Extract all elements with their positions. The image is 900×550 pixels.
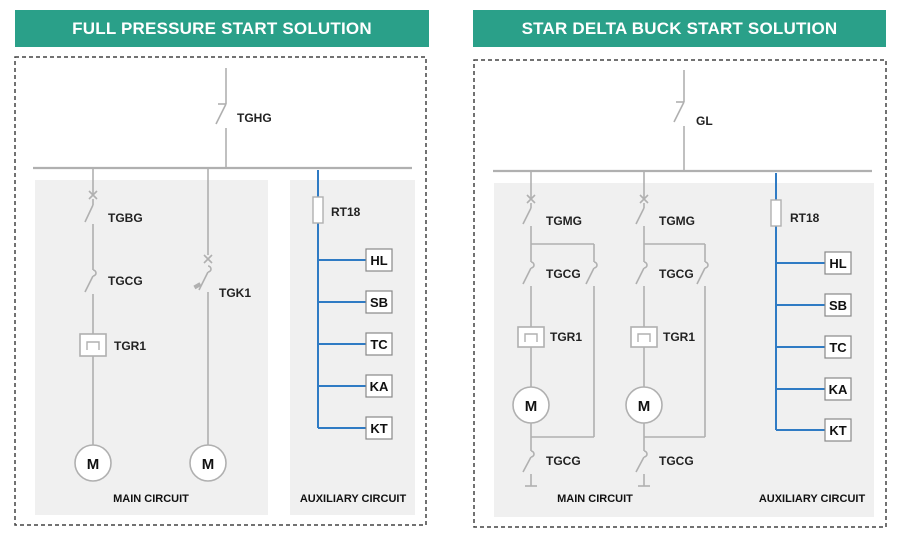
relay-label: TGR1 (114, 339, 146, 353)
svg-text:TC: TC (370, 337, 388, 352)
full-pressure-title: FULL PRESSURE START SOLUTION (15, 10, 429, 47)
motor-label: M (202, 456, 215, 473)
aux-item: HL (365, 248, 393, 272)
star-delta-diagram: GL TGMG TGCG (473, 59, 887, 528)
main-circuit-caption: MAIN CIRCUIT (557, 493, 633, 505)
dashed-border (473, 59, 887, 528)
thermal-relay-symbol (630, 326, 658, 348)
branch-2-wiring (198, 168, 213, 446)
thermal-relay-symbol (517, 326, 545, 348)
switch-label: TGK1 (219, 286, 251, 300)
auxiliary-circuit-caption: AUXILIARY CIRCUIT (759, 493, 866, 505)
auxiliary-circuit-area (290, 180, 415, 515)
svg-text:KA: KA (370, 379, 389, 394)
contactor-label: TGCG (108, 274, 143, 288)
fuse-icon (770, 199, 782, 227)
aux-item: HL (824, 251, 852, 275)
motor-icon (512, 386, 550, 424)
fuse-label: RT18 (790, 211, 820, 225)
motor-icon (625, 386, 663, 424)
main-switch-symbol (215, 68, 227, 168)
main-switch-symbol (673, 70, 685, 171)
auxiliary-circuit-caption: AUXILIARY CIRCUIT (300, 493, 407, 505)
star-contactor-label: TGCG (659, 454, 694, 468)
main-circuit-area (35, 180, 268, 515)
branch-1-wiring (522, 171, 598, 487)
fuse-label: RT18 (331, 205, 361, 219)
main-switch-label: TGHG (237, 111, 272, 125)
svg-text:HL: HL (370, 253, 387, 268)
auxiliary-wiring (317, 170, 366, 429)
relay-label: TGR1 (550, 330, 582, 344)
svg-text:HL: HL (829, 256, 846, 271)
auxiliary-circuit-area (750, 183, 874, 517)
aux-item: KT (824, 418, 852, 442)
svg-text:SB: SB (829, 298, 847, 313)
main-circuit-area (494, 183, 756, 517)
breaker-label: TGMG (546, 214, 582, 228)
breaker-label: TGBG (108, 211, 143, 225)
star-delta-title: STAR DELTA BUCK START SOLUTION (473, 10, 886, 47)
full-pressure-diagram: TGHG TGBG TGCG TGR1 M (14, 56, 427, 526)
aux-item: KT (365, 416, 393, 440)
motor-icon (74, 444, 112, 482)
svg-text:KA: KA (829, 382, 848, 397)
dashed-border (14, 56, 427, 526)
main-switch-label: GL (696, 114, 713, 128)
aux-item: TC (824, 335, 852, 359)
relay-label: TGR1 (663, 330, 695, 344)
aux-item: TC (365, 332, 393, 356)
motor-label: M (638, 398, 651, 415)
main-circuit-caption: MAIN CIRCUIT (113, 493, 189, 505)
aux-item: SB (365, 290, 393, 314)
branch-2-wiring (635, 171, 709, 487)
breaker-label: TGMG (659, 214, 695, 228)
svg-text:KT: KT (829, 423, 846, 438)
auxiliary-wiring (775, 173, 825, 431)
fuse-icon (312, 196, 324, 224)
svg-text:SB: SB (370, 295, 388, 310)
motor-label: M (87, 456, 100, 473)
contactor-label: TGCG (546, 267, 581, 281)
motor-label: M (525, 398, 538, 415)
svg-text:KT: KT (370, 421, 387, 436)
aux-item: KA (824, 377, 852, 401)
svg-text:TC: TC (829, 340, 847, 355)
contactor-label: TGCG (659, 267, 694, 281)
star-contactor-label: TGCG (546, 454, 581, 468)
branch-1-wiring (84, 168, 98, 446)
aux-item: SB (824, 293, 852, 317)
thermal-relay-symbol (79, 333, 107, 357)
motor-icon (189, 444, 227, 482)
aux-item: KA (365, 374, 393, 398)
